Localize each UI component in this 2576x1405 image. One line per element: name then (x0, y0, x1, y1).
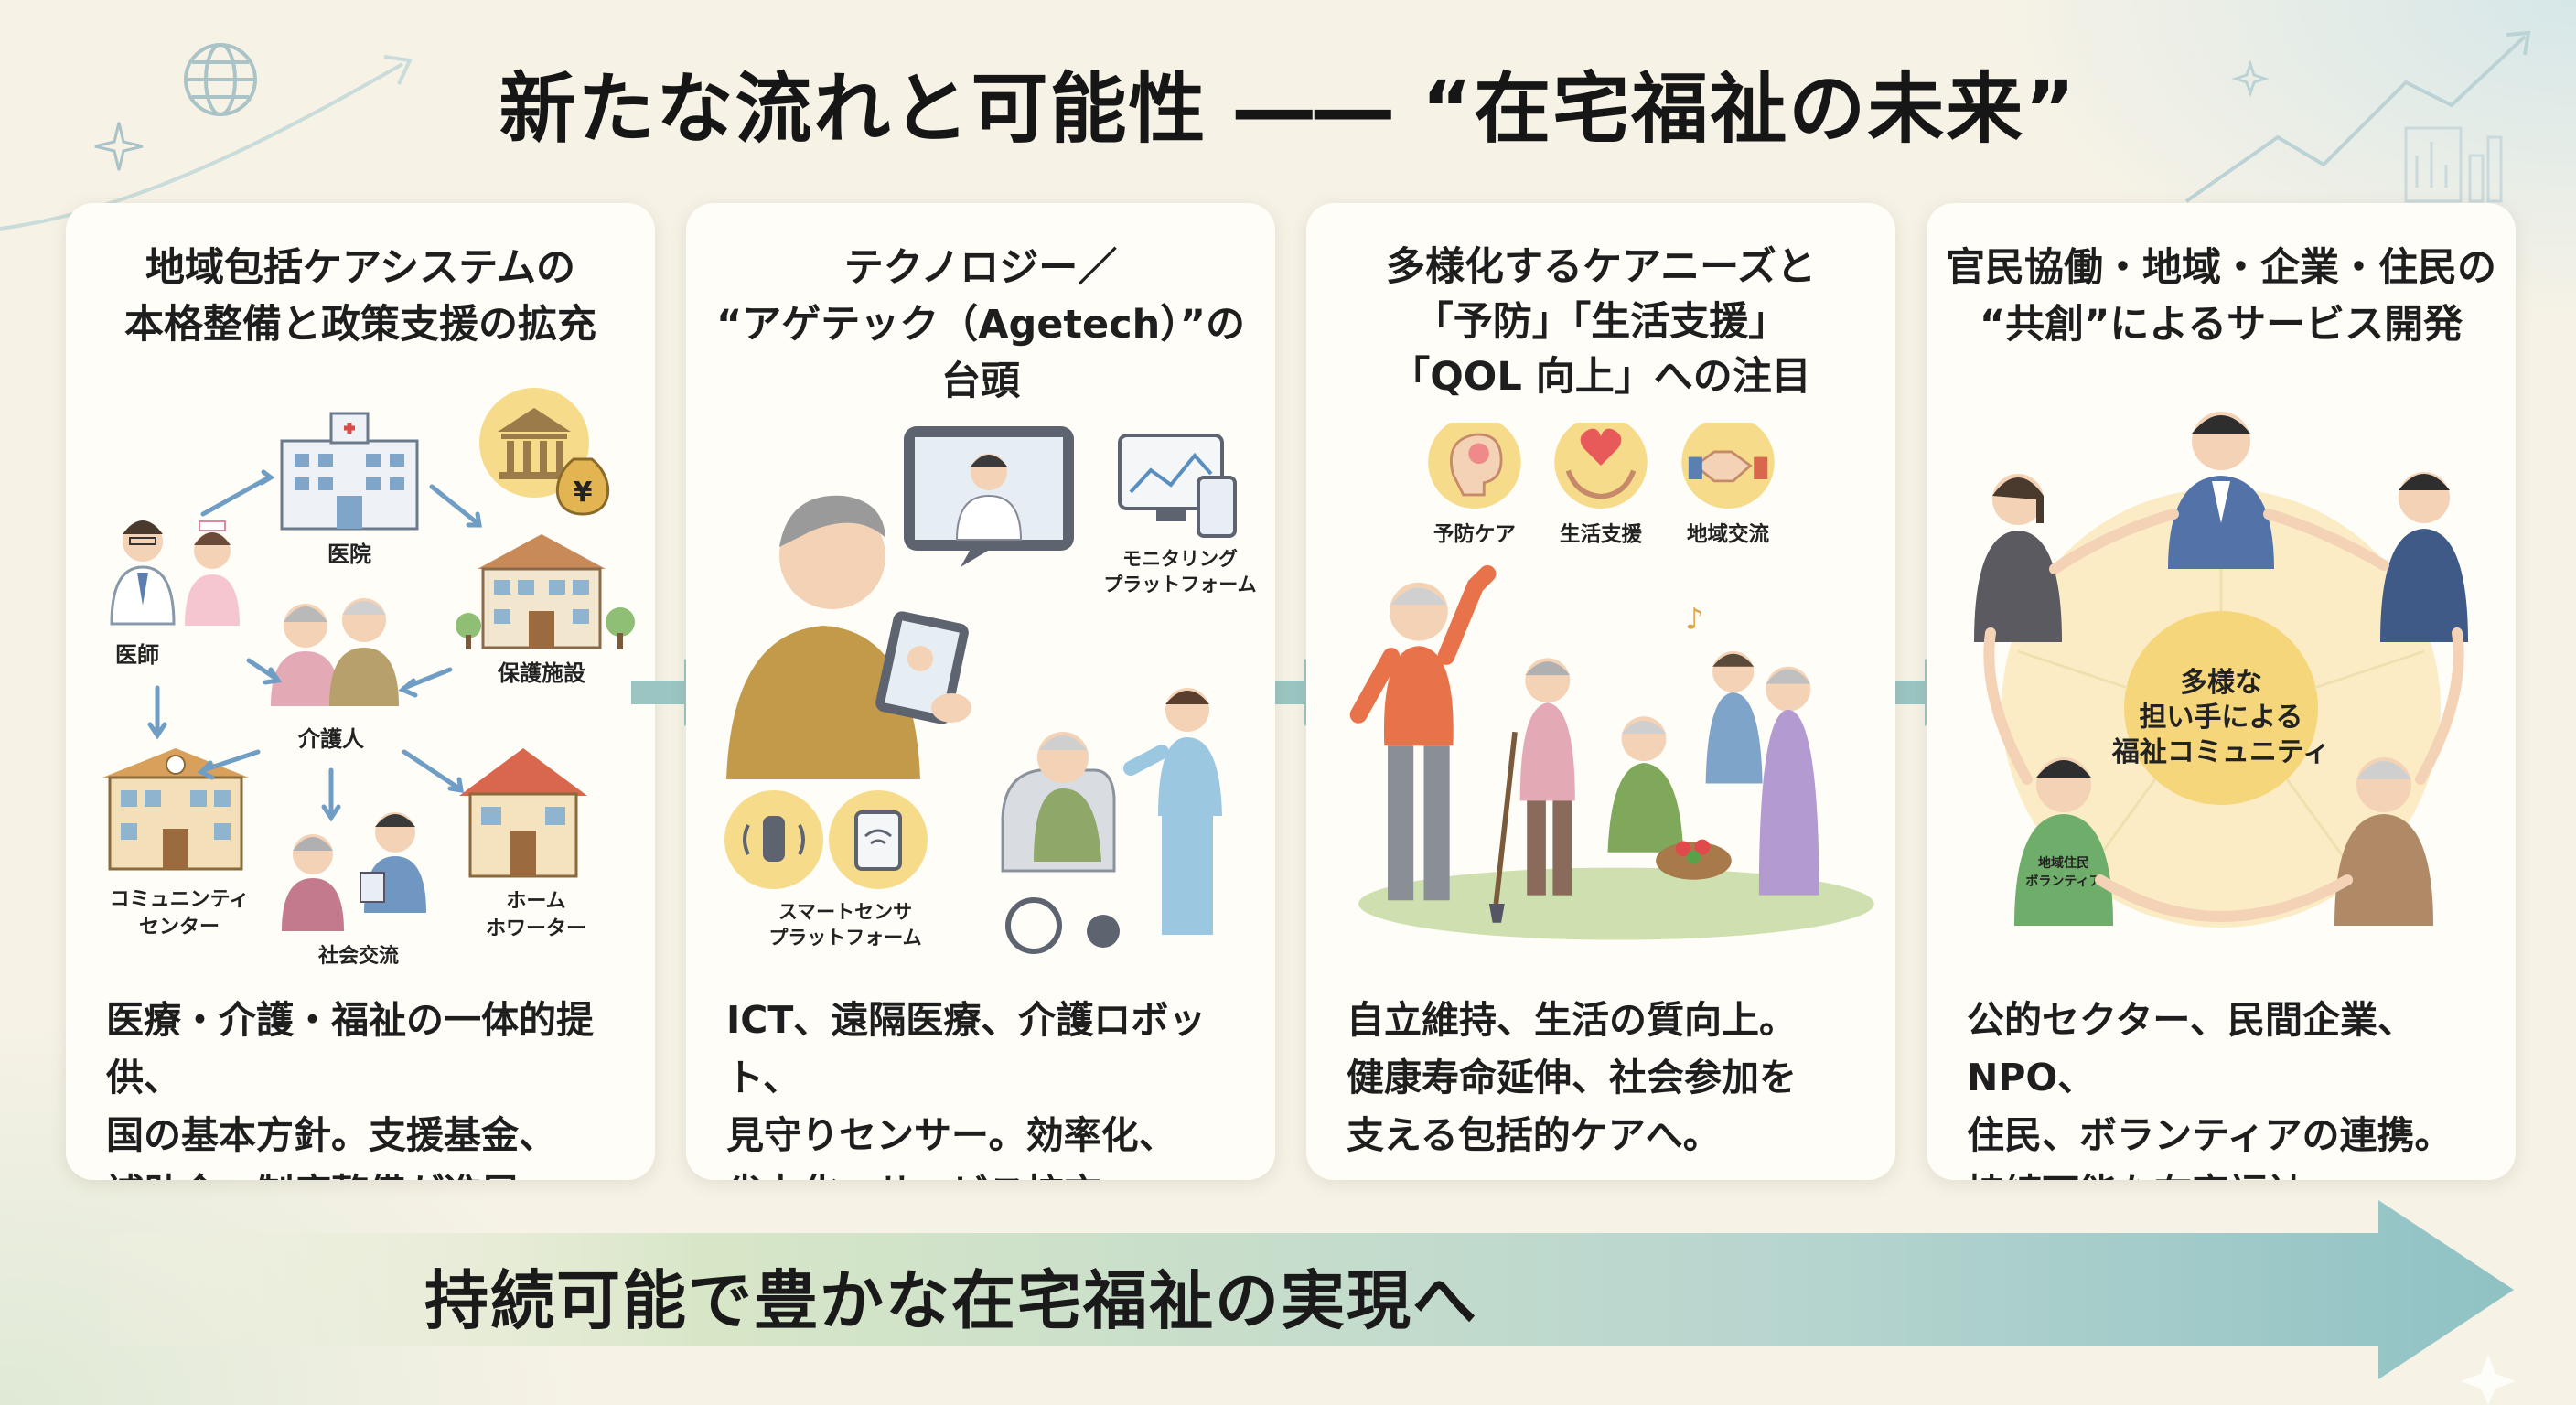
label-home-1: ホーム (506, 890, 565, 913)
brain-icon (1428, 423, 1521, 509)
label-caregiver: 介護人 (297, 726, 364, 752)
page-title: 新たな流れと可能性 ―― “在宅福祉の未来” (499, 64, 2077, 154)
network-arrows (147, 469, 482, 822)
card-co-creation: 官民協働・地域・企業・住民の “共創”によるサービス開発 多様な 担い手による … (1927, 203, 2516, 1180)
elderly-man-with-tablet-figure (726, 495, 971, 779)
label-care-facility: 保護施設 (497, 660, 586, 686)
card-regional-care: 地域包括ケアシステムの 本格整備と政策支援の拡充 ¥ 医院 (66, 203, 655, 1180)
wifi-tablet-icon (829, 790, 928, 889)
hospital-icon (280, 412, 419, 531)
card-description: 医療・介護・福祉の一体的提供、 国の基本方針。支援基金、 補助金、制度整備が進展… (106, 998, 594, 1180)
heart-hands-icon (1554, 423, 1648, 509)
agetech-illustration: モニタリング プラットフォーム スマートセンサ プラットフォーム (724, 426, 1257, 954)
card-description: 自立維持、生活の質向上。 健康寿命延伸、社会参加を 支える包括的ケアへ。 (1347, 998, 1797, 1157)
label-monitoring-1: モニタリング (1122, 548, 1238, 570)
elderly-woman-figure (2334, 757, 2433, 926)
monitoring-dashboard-icon (1118, 434, 1237, 538)
svg-text:¥: ¥ (574, 477, 593, 509)
co-creation-illustration: 多様な 担い手による 福祉コミュニティ 地域住民 ボランティア (1974, 412, 2468, 928)
swoosh-decoration (0, 55, 413, 231)
handshake-icon (1681, 423, 1775, 509)
card-title: 官民協働・地域・企業・住民の “共創”によるサービス開発 (1946, 245, 2496, 348)
sustainability-arrow (110, 1200, 2516, 1405)
globe-icon (184, 43, 257, 116)
label-doctor: 医師 (115, 642, 159, 668)
card-title: テクノロジー／ “アゲテック（Agetech）”の台頭 (715, 245, 1246, 404)
label-prevention: 予防ケア (1433, 523, 1516, 547)
exercising-elderly-figure (1349, 564, 1497, 901)
bottom-message: 持続可能で豊かな在宅福祉の実現へ (424, 1263, 1478, 1338)
elderly-couple-figure (271, 598, 399, 706)
care-network-illustration: ¥ 医院 保護施設 (102, 388, 635, 968)
smart-sensor-icon (724, 790, 823, 889)
label-home-2: ホワーター (486, 917, 586, 940)
label-diverse: 多様な (2180, 667, 2262, 699)
label-community-center-1: コミュニンティ (110, 888, 250, 911)
holding-hands-arms (1983, 509, 2464, 922)
label-smart-sensor-1: スマートセンサ (778, 901, 912, 923)
sparkle-icon (94, 122, 144, 171)
bank-icon (479, 388, 589, 498)
social-exchange-figures (282, 812, 426, 931)
diverse-needs-illustration: 予防ケア 生活支援 地域交流 ♪ (1349, 423, 1874, 940)
volunteer-figure: 地域住民 ボランティア (2014, 757, 2113, 926)
music-note-icon: ♪ (1685, 601, 1703, 636)
label-community-exchange: 地域交流 (1687, 522, 1770, 547)
business-man-right-figure (2380, 472, 2468, 642)
card-description: ICT、遠隔医療、介護ロボット、 見守りセンサー。効率化、 省力化、サービス拡充… (726, 998, 1207, 1180)
label-monitoring-2: プラットフォーム (1103, 574, 1256, 595)
card-title: 地域包括ケアシステムの 本格整備と政策支援の拡充 (124, 245, 596, 348)
label-life-support: 生活支援 (1560, 523, 1643, 547)
label-welfare-community: 福祉コミュニティ (2111, 736, 2330, 768)
card-agetech: テクノロジー／ “アゲテック（Agetech）”の台頭 モニタリング プラットフ… (686, 203, 1275, 1180)
label-vest-1: 地域住民 (2038, 855, 2089, 871)
community-center-icon (102, 748, 249, 871)
care-facility-icon (456, 534, 635, 649)
growth-chart-decoration (2184, 30, 2531, 203)
gardening-seniors-figures (1488, 650, 1819, 923)
label-by-diverse-actors: 担い手による (2139, 702, 2302, 734)
business-man-top-figure (2168, 412, 2274, 569)
doctor-figure (110, 520, 176, 626)
nurse-figure (185, 520, 240, 626)
label-social-exchange: 社会交流 (318, 944, 399, 968)
label-smart-sensor-2: プラットフォーム (768, 927, 921, 949)
care-robot-figure (1001, 688, 1222, 954)
card-description: 公的セクター、民間企業、NPO、 住民、ボランティアの連携。 持続可能な在宅福祉… (1967, 998, 2453, 1180)
label-vest-2: ボランティア (2025, 874, 2101, 889)
business-woman-left-figure (1974, 474, 2062, 642)
video-call-tablet-icon (904, 426, 1074, 567)
card-title: 多様化するケアニーズと 「予防」「生活支援」 「QOL 向上」への注目 (1386, 244, 1816, 400)
money-bag-icon: ¥ (555, 457, 610, 516)
label-hospital: 医院 (327, 542, 371, 567)
home-icon (459, 748, 587, 878)
label-community-center-2: センター (139, 916, 220, 938)
card-diverse-needs: 多様化するケアニーズと 「予防」「生活支援」 「QOL 向上」への注目 予防ケア… (1306, 203, 1895, 1180)
